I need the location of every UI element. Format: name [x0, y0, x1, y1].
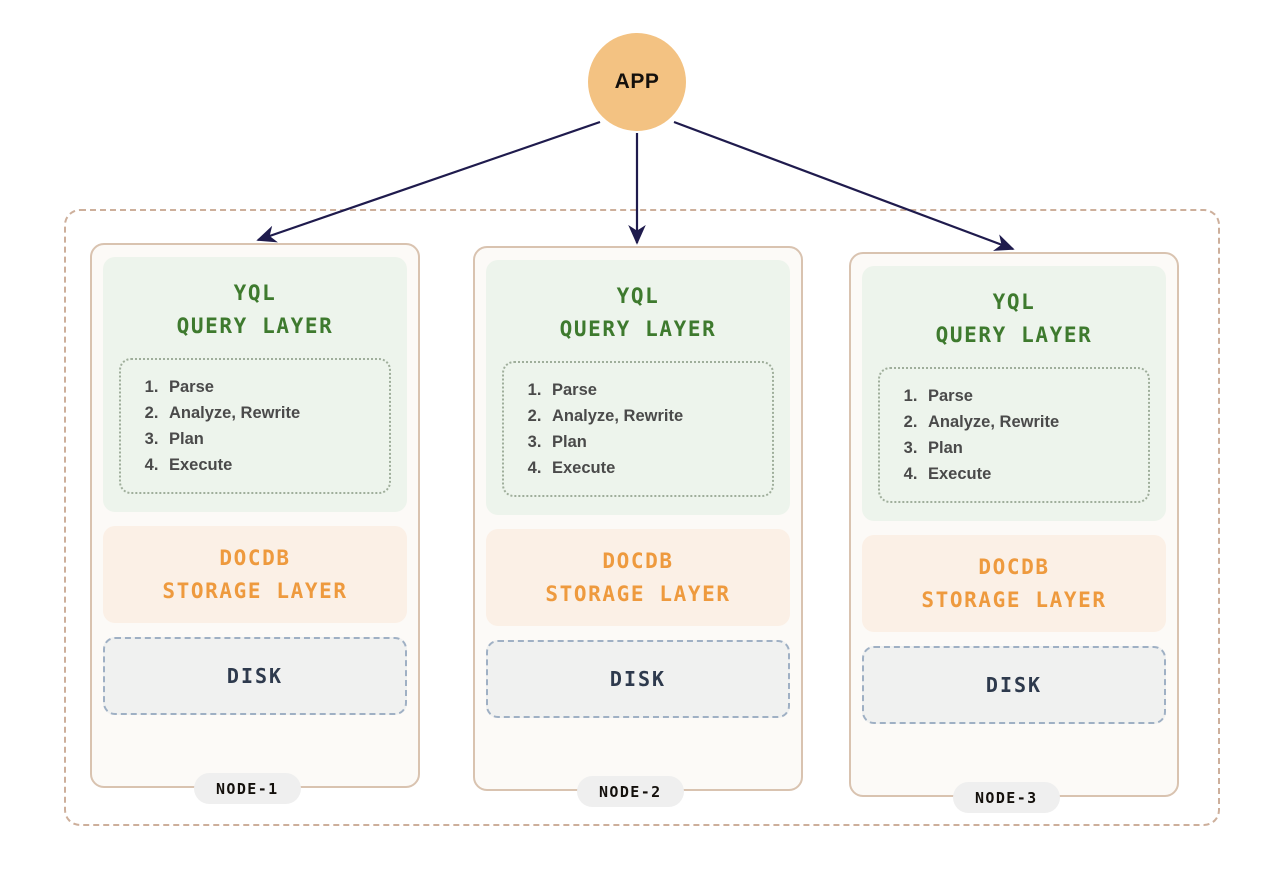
- storage-layer-title-line1-3: DOCDB: [978, 555, 1050, 580]
- query-steps-list-3: Parse Analyze, Rewrite Plan Execute: [902, 383, 1138, 487]
- storage-layer-title-line1-1: DOCDB: [219, 546, 291, 571]
- disk-panel-1: DISK: [103, 637, 407, 716]
- query-step-item: Parse: [546, 377, 762, 403]
- query-layer-title-line2-2: QUERY LAYER: [559, 316, 717, 341]
- query-layer-title-line1-2: YQL: [616, 284, 660, 308]
- query-layer-panel-1: YQL QUERY LAYER Parse Analyze, Rewrite P…: [103, 257, 407, 513]
- storage-layer-panel-3: DOCDB STORAGE LAYER: [862, 535, 1166, 633]
- node-card-3[interactable]: YQL QUERY LAYER Parse Analyze, Rewrite P…: [849, 252, 1179, 797]
- storage-layer-panel-1: DOCDB STORAGE LAYER: [103, 526, 407, 624]
- query-layer-title-line1-1: YQL: [233, 281, 277, 305]
- disk-label-1: DISK: [226, 664, 284, 689]
- query-step-item: Plan: [546, 429, 762, 455]
- query-layer-title-line2-3: QUERY LAYER: [935, 322, 1093, 347]
- node-badge-label-3: NODE-3: [975, 788, 1038, 807]
- query-steps-list-2: Parse Analyze, Rewrite Plan Execute: [526, 377, 762, 481]
- query-layer-panel-2: YQL QUERY LAYER Parse Analyze, Rewrite P…: [486, 260, 790, 516]
- node-badge-label-2: NODE-2: [599, 782, 662, 801]
- query-layer-title-1: YQL QUERY LAYER: [177, 277, 334, 342]
- query-step-item: Execute: [546, 455, 762, 481]
- query-layer-title-line2-1: QUERY LAYER: [176, 313, 334, 338]
- query-layer-title-2: YQL QUERY LAYER: [560, 280, 717, 345]
- app-node-label: APP: [614, 70, 660, 93]
- storage-layer-panel-2: DOCDB STORAGE LAYER: [486, 529, 790, 627]
- storage-layer-title-3: DOCDB STORAGE LAYER: [921, 551, 1106, 616]
- app-node[interactable]: APP: [588, 33, 686, 131]
- node-card-2[interactable]: YQL QUERY LAYER Parse Analyze, Rewrite P…: [473, 246, 803, 791]
- storage-layer-title-line2-2: STORAGE LAYER: [545, 581, 731, 606]
- query-step-item: Execute: [163, 452, 379, 478]
- query-steps-list-1: Parse Analyze, Rewrite Plan Execute: [143, 374, 379, 478]
- cluster-boundary: [64, 209, 1220, 826]
- disk-label-2: DISK: [609, 667, 667, 692]
- query-step-item: Execute: [922, 461, 1138, 487]
- disk-panel-2: DISK: [486, 640, 790, 719]
- query-step-item: Plan: [922, 435, 1138, 461]
- query-steps-box-3: Parse Analyze, Rewrite Plan Execute: [878, 367, 1150, 504]
- node-badge-label-1: NODE-1: [216, 779, 279, 798]
- query-step-item: Parse: [922, 383, 1138, 409]
- storage-layer-title-line2-1: STORAGE LAYER: [162, 578, 348, 603]
- node-card-1[interactable]: YQL QUERY LAYER Parse Analyze, Rewrite P…: [90, 243, 420, 788]
- query-layer-title-3: YQL QUERY LAYER: [936, 286, 1093, 351]
- query-step-item: Plan: [163, 426, 379, 452]
- disk-panel-3: DISK: [862, 646, 1166, 725]
- query-steps-box-1: Parse Analyze, Rewrite Plan Execute: [119, 358, 391, 495]
- query-layer-title-line1-3: YQL: [992, 290, 1036, 314]
- query-step-item: Analyze, Rewrite: [922, 409, 1138, 435]
- storage-layer-title-1: DOCDB STORAGE LAYER: [162, 542, 347, 607]
- node-badge-3: NODE-3: [953, 782, 1060, 813]
- storage-layer-title-2: DOCDB STORAGE LAYER: [545, 545, 730, 610]
- query-steps-box-2: Parse Analyze, Rewrite Plan Execute: [502, 361, 774, 498]
- storage-layer-title-line2-3: STORAGE LAYER: [921, 587, 1107, 612]
- node-badge-1: NODE-1: [194, 773, 301, 804]
- query-layer-panel-3: YQL QUERY LAYER Parse Analyze, Rewrite P…: [862, 266, 1166, 522]
- disk-label-3: DISK: [985, 673, 1043, 698]
- storage-layer-title-line1-2: DOCDB: [602, 549, 674, 574]
- query-step-item: Parse: [163, 374, 379, 400]
- query-step-item: Analyze, Rewrite: [163, 400, 379, 426]
- query-step-item: Analyze, Rewrite: [546, 403, 762, 429]
- node-badge-2: NODE-2: [577, 776, 684, 807]
